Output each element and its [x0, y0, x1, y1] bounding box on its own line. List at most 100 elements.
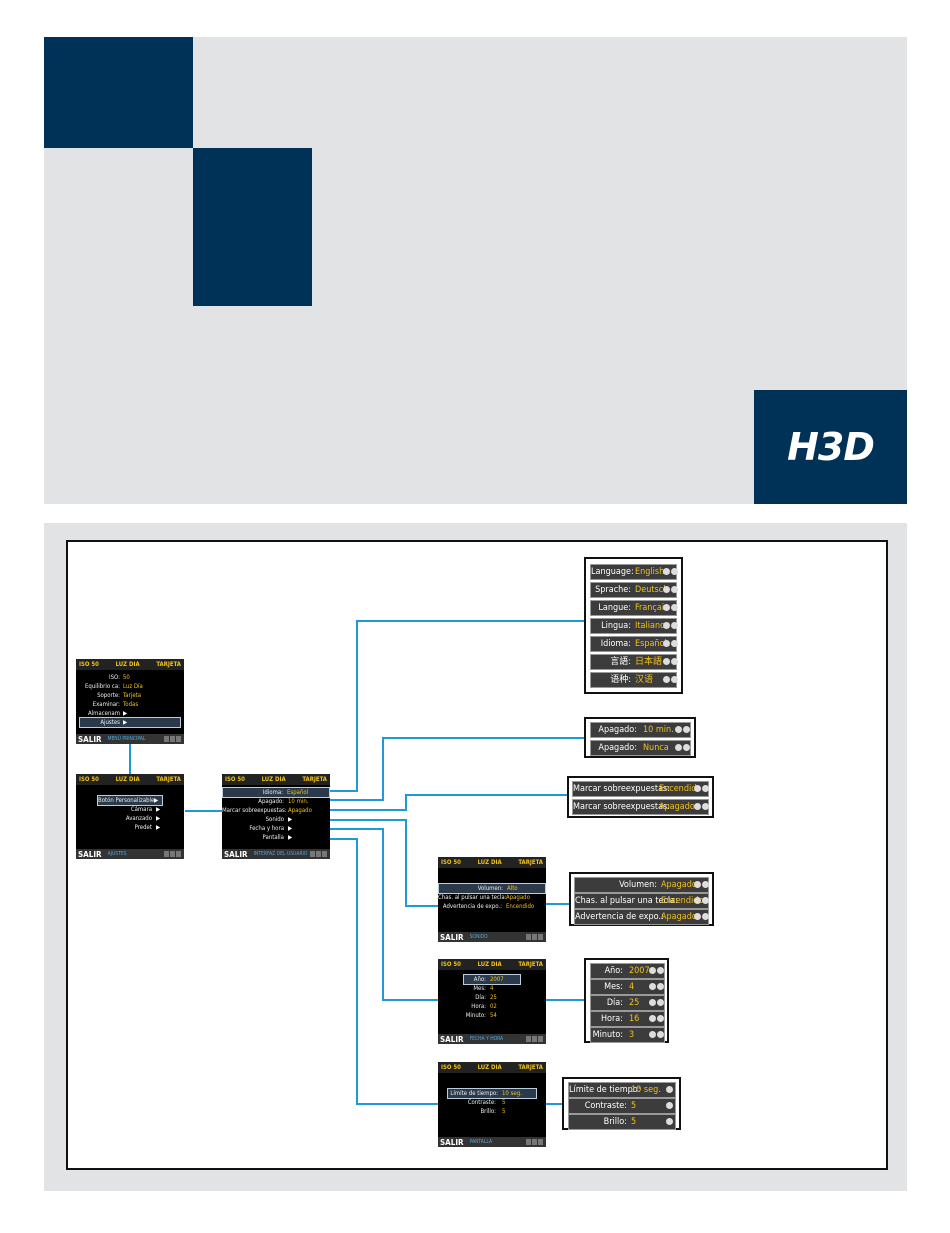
- option-italiano[interactable]: Lingua:Italiano: [590, 618, 678, 634]
- option-brightness[interactable]: Brillo:5: [568, 1114, 676, 1130]
- option-francais[interactable]: Langue:Français: [590, 600, 678, 616]
- menu-row-storage[interactable]: Almacenam▶: [87, 710, 128, 717]
- exit-button[interactable]: SALIR: [224, 849, 248, 859]
- date-row-hour[interactable]: Hora:02: [471, 1003, 497, 1010]
- minus-plus-icon: [694, 881, 709, 888]
- menu-row-media[interactable]: Soporte:Tarjeta: [97, 692, 142, 699]
- minus-plus-icon: [649, 1015, 664, 1022]
- softkey-blocks: [164, 851, 181, 857]
- exit-button[interactable]: SALIR: [440, 1034, 464, 1044]
- options-date-time: Año:2007 Mes:4 Día:25 Hora:16 Minuto:3: [584, 958, 669, 1043]
- menu-row-white-balance[interactable]: Equilibrio ca:Luz Día: [84, 683, 143, 690]
- softkey-blocks: [164, 736, 181, 742]
- ui-row-overexposure[interactable]: Marcar sobreexpuestas:Apagado: [222, 807, 312, 814]
- exit-button[interactable]: SALIR: [440, 1137, 464, 1147]
- ui-row-display[interactable]: Pantalla▶: [262, 834, 293, 841]
- connector-sonido: [330, 819, 438, 907]
- exit-button[interactable]: SALIR: [440, 932, 464, 942]
- option-day[interactable]: Día:25: [590, 995, 665, 1011]
- ui-row-language[interactable]: Idioma:Español: [222, 787, 330, 798]
- option-year[interactable]: Año:2007: [590, 963, 665, 979]
- option-auto-off-10min[interactable]: Apagado:10 min.: [590, 722, 691, 738]
- date-row-day[interactable]: Día:25: [475, 994, 497, 1001]
- ajustes-row-camera[interactable]: Cámara▶: [130, 806, 161, 813]
- header-panel: H3D: [44, 37, 907, 504]
- menu-row-settings[interactable]: Ajustes▶: [79, 717, 181, 728]
- exit-button[interactable]: SALIR: [78, 849, 102, 859]
- option-key-click-on[interactable]: Chas. al pulsar una tecla:Encendido: [574, 893, 709, 909]
- option-minute[interactable]: Minuto:3: [590, 1027, 665, 1043]
- plus-icon: [666, 1086, 673, 1093]
- minus-plus-icon: [649, 1031, 664, 1038]
- option-auto-off-never[interactable]: Apagado:Nunca: [590, 740, 691, 756]
- options-auto-off: Apagado:10 min. Apagado:Nunca: [584, 717, 696, 758]
- softkey-blocks: [526, 934, 543, 940]
- menu-row-browse[interactable]: Examinar:Todas: [92, 701, 139, 708]
- connector-language: [330, 620, 586, 792]
- screen-ajustes: ISO 50 LUZ DIA TARJETA Botón Personaliza…: [76, 774, 184, 859]
- option-japanese[interactable]: 言語:日本語: [590, 654, 678, 670]
- option-overexposure-off[interactable]: Marcar sobreexpuestas:Apagado: [572, 799, 709, 815]
- minus-plus-icon: [675, 726, 690, 733]
- option-english[interactable]: Language:English: [590, 564, 678, 580]
- exit-button[interactable]: SALIR: [78, 734, 102, 744]
- option-timeout[interactable]: Límite de tiempo:10 seg.: [568, 1082, 676, 1098]
- ui-row-auto-off[interactable]: Apagado:10 min.: [258, 798, 309, 805]
- sound-row-exposure-warning[interactable]: Advertencia de expo.:Encendido: [442, 903, 535, 910]
- brand-logo-block: H3D: [754, 390, 907, 504]
- ui-row-date-time[interactable]: Fecha y hora▶: [249, 825, 293, 832]
- screen-date-time: ISO 50 LUZ DIA TARJETA Año:2007 Mes:4 Dí…: [438, 959, 546, 1044]
- option-volume-off[interactable]: Volumen:Apagado: [574, 877, 709, 893]
- plus-icon: [666, 1102, 673, 1109]
- minus-plus-icon: [649, 983, 664, 990]
- minus-plus-icon: [663, 622, 678, 629]
- ui-row-sound[interactable]: Sonido▶: [265, 816, 293, 823]
- minus-plus-icon: [663, 586, 678, 593]
- minus-plus-icon: [694, 913, 709, 920]
- display-row-timeout[interactable]: Límite de tiempo:10 seg.: [447, 1088, 537, 1099]
- brand-logo: H3D: [787, 425, 875, 469]
- date-row-minute[interactable]: Minuto:54: [465, 1012, 497, 1019]
- minus-plus-icon: [649, 967, 664, 974]
- ajustes-row-advanced[interactable]: Avanzado▶: [125, 815, 161, 822]
- minus-plus-icon: [675, 744, 690, 751]
- minus-plus-icon: [663, 568, 678, 575]
- connector-apagado: [330, 737, 586, 801]
- minus-plus-icon: [663, 658, 678, 665]
- connector-fecha: [330, 828, 438, 1001]
- minus-plus-icon: [663, 676, 678, 683]
- minus-plus-icon: [663, 604, 678, 611]
- option-month[interactable]: Mes:4: [590, 979, 665, 995]
- screen-display: ISO 50 LUZ DIA TARJETA Límite de tiempo:…: [438, 1062, 546, 1147]
- option-hour[interactable]: Hora:16: [590, 1011, 665, 1027]
- display-row-contrast[interactable]: Contraste:5: [467, 1099, 506, 1106]
- minus-plus-icon: [663, 640, 678, 647]
- options-language: Language:English Sprache:Deutsch Langue:…: [584, 557, 683, 694]
- date-row-year[interactable]: Año:2007: [463, 974, 521, 985]
- date-row-month[interactable]: Mes:4: [473, 985, 494, 992]
- minus-plus-icon: [694, 897, 709, 904]
- ajustes-row-defaults[interactable]: Predet▶: [134, 824, 161, 831]
- connector-pantalla: [330, 838, 438, 1105]
- screen-sound: ISO 50 LUZ DIA TARJETA Volumen:Alto Chas…: [438, 857, 546, 942]
- options-sound: Volumen:Apagado Chas. al pulsar una tecl…: [569, 872, 714, 926]
- option-overexposure-on[interactable]: Marcar sobreexpuestas:Encendido: [572, 781, 709, 797]
- softkey-blocks: [526, 1036, 543, 1042]
- option-espanol[interactable]: Idioma:Español: [590, 636, 678, 652]
- options-display: Límite de tiempo:10 seg. Contraste:5 Bri…: [562, 1077, 681, 1130]
- option-contrast[interactable]: Contraste:5: [568, 1098, 676, 1114]
- options-overexposure: Marcar sobreexpuestas:Encendido Marcar s…: [567, 776, 714, 818]
- screen-main-menu: ISO 50 LUZ DIA TARJETA ISO:50 Equilibrio…: [76, 659, 184, 744]
- option-deutsch[interactable]: Sprache:Deutsch: [590, 582, 678, 598]
- screen-user-interface: ISO 50 LUZ DIA TARJETA Idioma:Español Ap…: [222, 774, 330, 859]
- softkey-blocks: [310, 851, 327, 857]
- sound-row-key-click[interactable]: Chas. al pulsar una tecla:Apagado: [438, 894, 530, 901]
- option-chinese[interactable]: 语种:汉语: [590, 672, 678, 688]
- sound-row-volume[interactable]: Volumen:Alto: [438, 883, 546, 894]
- softkey-blocks: [526, 1139, 543, 1145]
- ajustes-row-custom-button[interactable]: Botón Personalizable▶: [97, 795, 163, 806]
- menu-row-iso[interactable]: ISO:50: [109, 674, 130, 681]
- option-exposure-warning-off[interactable]: Advertencia de expo.:Apagado: [574, 909, 709, 925]
- plus-icon: [666, 1118, 673, 1125]
- display-row-brightness[interactable]: Brillo:5: [480, 1108, 506, 1115]
